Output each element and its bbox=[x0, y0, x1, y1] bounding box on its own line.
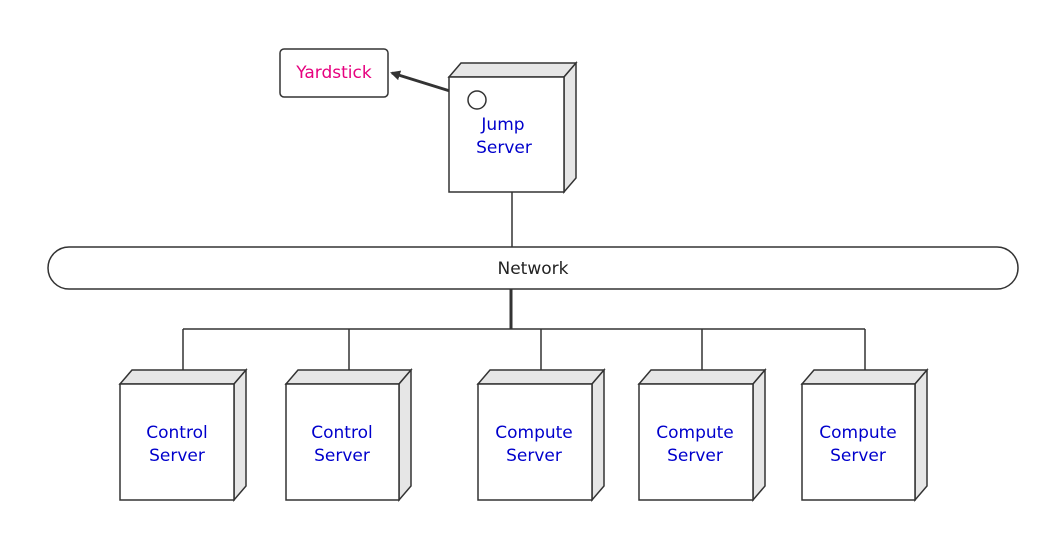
server-top-face bbox=[637, 369, 767, 385]
network-bus[interactable]: Network bbox=[47, 246, 1019, 290]
server-front-face bbox=[638, 383, 754, 501]
jump-server-label-line1: Jump bbox=[480, 115, 524, 135]
yardstick-label: Yardstick bbox=[295, 63, 372, 83]
server-label-line2: Server bbox=[314, 446, 370, 466]
server-top-face bbox=[284, 369, 413, 385]
compute-server-node[interactable]: Compute Server bbox=[637, 367, 767, 503]
server-top-face bbox=[800, 369, 929, 385]
network-capsule bbox=[47, 246, 1019, 290]
server-top-face bbox=[476, 369, 606, 385]
server-front-face bbox=[477, 383, 593, 501]
jump-server-top-face bbox=[447, 62, 578, 78]
server-label-line1: Control bbox=[311, 423, 372, 443]
jump-server-side-face bbox=[563, 60, 577, 195]
server-side-face bbox=[591, 367, 605, 503]
control-server-node[interactable]: Control Server bbox=[118, 367, 248, 503]
server-side-face bbox=[233, 367, 247, 503]
server-label-line1: Compute bbox=[495, 423, 573, 443]
server-label-line1: Compute bbox=[819, 423, 897, 443]
control-server-node[interactable]: Control Server bbox=[284, 367, 413, 503]
yardstick-node[interactable]: Yardstick bbox=[279, 48, 389, 98]
server-side-face bbox=[752, 367, 766, 503]
server-label-line2: Server bbox=[667, 446, 723, 466]
server-front-face bbox=[801, 383, 916, 501]
server-side-face bbox=[398, 367, 412, 503]
jump-server-label-line2: Server bbox=[476, 138, 532, 158]
compute-server-node[interactable]: Compute Server bbox=[476, 367, 606, 503]
compute-server-node[interactable]: Compute Server bbox=[800, 367, 929, 503]
server-label-line2: Server bbox=[506, 446, 562, 466]
jump-server-interface-port bbox=[467, 90, 487, 110]
server-label-line1: Compute bbox=[656, 423, 734, 443]
server-top-face bbox=[118, 369, 248, 385]
server-side-face bbox=[914, 367, 928, 503]
yardstick-box bbox=[279, 48, 389, 98]
server-label-line2: Server bbox=[149, 446, 205, 466]
server-label-line2: Server bbox=[830, 446, 886, 466]
network-label: Network bbox=[498, 259, 569, 279]
jump-server-node[interactable]: Jump Server bbox=[447, 60, 578, 195]
server-front-face bbox=[119, 383, 235, 501]
server-label-line1: Control bbox=[146, 423, 207, 443]
server-front-face bbox=[285, 383, 400, 501]
